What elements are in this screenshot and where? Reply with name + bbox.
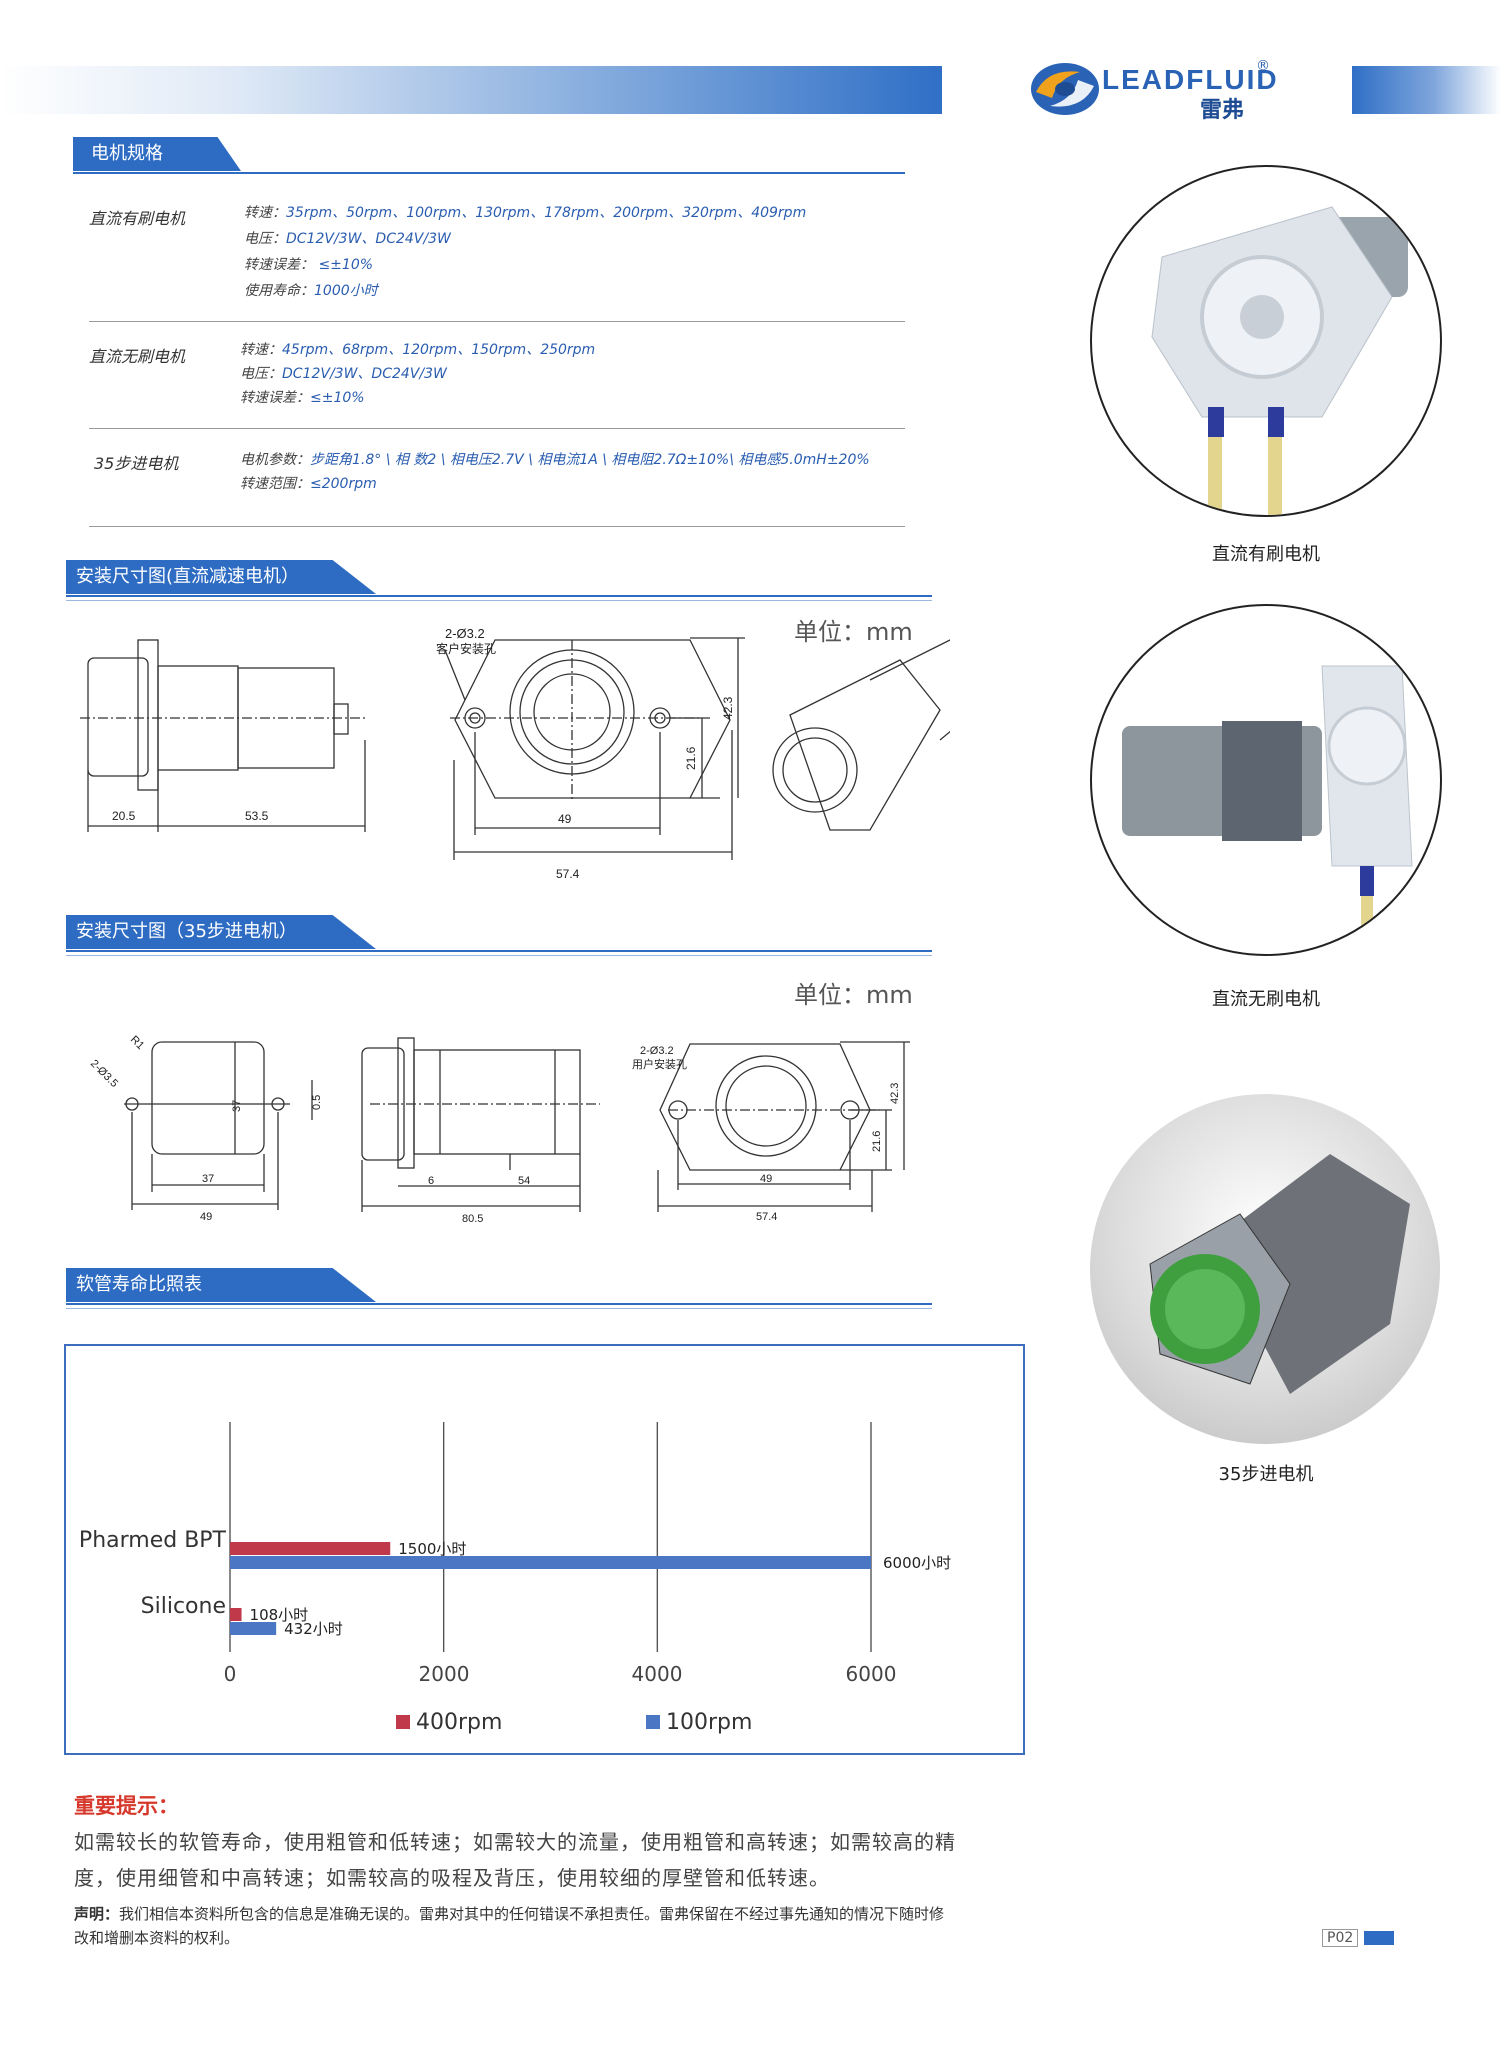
chart-svg [229, 1422, 872, 1652]
legend-item: 400rpm [396, 1710, 502, 1735]
legend-swatch [396, 1715, 410, 1729]
category-label: Pharmed BPT [78, 1528, 226, 1553]
svg-text:53.5: 53.5 [245, 809, 269, 823]
declaration-label: 声明： [74, 1905, 120, 1923]
svg-text:客户安装孔: 客户安装孔 [436, 641, 496, 656]
tips-text: 如需较长的软管寿命，使用粗管和低转速；如需较大的流量，使用粗管和高转速；如需较高… [74, 1824, 1094, 1896]
motor-spec-block: 转速：45rpm、68rpm、120rpm、150rpm、250rpm 电压：D… [240, 337, 595, 411]
svg-text:57.4: 57.4 [756, 1211, 777, 1223]
svg-text:21.6: 21.6 [684, 746, 698, 770]
page-number: P02 [1322, 1927, 1402, 1947]
brand-name-cn: 雷弗 [1200, 98, 1245, 123]
x-tick-label: 2000 [418, 1662, 470, 1686]
tips-title: 重要提示： [74, 1794, 179, 1818]
section-title: 软管寿命比照表 [66, 1268, 376, 1302]
svg-text:80.5: 80.5 [462, 1213, 483, 1225]
motor-name: 直流有刷电机 [89, 209, 186, 228]
header-right-bar [1352, 66, 1501, 114]
svg-text:54: 54 [518, 1175, 530, 1187]
bar [230, 1556, 871, 1569]
svg-text:37: 37 [202, 1173, 214, 1185]
x-tick-label: 0 [223, 1662, 237, 1686]
svg-text:49: 49 [200, 1211, 212, 1223]
spec-line: 电压：DC12V/3W、DC24V/3W [244, 231, 451, 247]
legend-swatch [646, 1715, 660, 1729]
section-motor-specs: 电机规格 [73, 137, 905, 174]
photo-caption: 直流无刷电机 [1212, 989, 1320, 1010]
declaration: 声明：我们相信本资料所包含的信息是准确无误的。雷弗对其中的任何错误不承担责任。雷… [74, 1905, 945, 1947]
x-tick-label: 4000 [631, 1662, 683, 1686]
svg-text:2-Ø3.5: 2-Ø3.5 [88, 1058, 120, 1090]
svg-text:49: 49 [558, 812, 572, 826]
svg-text:6: 6 [428, 1175, 434, 1187]
section-title: 安装尺寸图（35步进电机） [66, 915, 376, 949]
photo-caption: 35步进电机 [1218, 1464, 1314, 1485]
photo-brushless-dc-pump [1090, 604, 1442, 956]
bar [230, 1608, 242, 1621]
motor-name: 直流无刷电机 [89, 347, 186, 366]
bar-data-label: 108小时 [249, 1606, 309, 1624]
svg-text:42.3: 42.3 [721, 696, 735, 720]
stepper-motor-drawing: R1 2-Ø3.5 37 0.5 37 49 6 54 80.5 2-Ø3.2 … [88, 1034, 910, 1225]
spec-line: 电机参数：步距角1.8° \ 相 数2 \ 相电压2.7V \ 相电流1A \ … [240, 452, 870, 468]
section-dims-dc: 安装尺寸图(直流减速电机） [66, 560, 932, 601]
svg-text:用户安装孔: 用户安装孔 [632, 1057, 687, 1071]
header-gradient-bar [0, 66, 942, 114]
bar-data-label: 432小时 [284, 1620, 343, 1638]
motor-spec-block: 转速：35rpm、50rpm、100rpm、130rpm、178rpm、200r… [244, 200, 806, 304]
svg-text:20.5: 20.5 [112, 809, 136, 823]
svg-text:49: 49 [760, 1173, 772, 1185]
legend-item: 100rpm [646, 1710, 752, 1735]
brand-reg: ® [1256, 58, 1270, 74]
photo-stepper-pump [1090, 1094, 1440, 1444]
motor-spec-block: 电机参数：步距角1.8° \ 相 数2 \ 相电压2.7V \ 相电流1A \ … [240, 447, 870, 495]
spec-line: 电压：DC12V/3W、DC24V/3W [240, 366, 447, 382]
tube-life-chart: Pharmed BPT Silicone 0 2000 4000 6000 15… [64, 1344, 1025, 1755]
svg-text:2-Ø3.2: 2-Ø3.2 [640, 1045, 674, 1057]
pump-photo-icon [1149, 1154, 1410, 1394]
spec-line: 转速：35rpm、50rpm、100rpm、130rpm、178rpm、200r… [244, 205, 807, 221]
svg-text:0.5: 0.5 [311, 1095, 323, 1110]
photo-caption: 直流有刷电机 [1212, 544, 1320, 565]
bar [230, 1542, 391, 1555]
bar-data-label: 6000小时 [883, 1554, 952, 1572]
tips-line: 度，使用细管和中高转速；如需较高的吸程及背压，使用较细的厚壁管和低转速。 [74, 1866, 830, 1890]
svg-text:R1: R1 [128, 1034, 146, 1052]
pump-photo-icon [1151, 206, 1408, 515]
divider [89, 321, 905, 322]
tips-line: 如需较长的软管寿命，使用粗管和低转速；如需较大的流量，使用粗管和高转速；如需较高… [74, 1830, 956, 1854]
dc-motor-drawing: 2-Ø3.2 客户安装孔 20.5 53.5 49 57.4 21.6 42.3 [80, 626, 950, 881]
bar-data-label: 1500小时 [398, 1540, 467, 1558]
pump-photo-icon [1122, 665, 1413, 954]
x-tick-label: 6000 [845, 1662, 897, 1686]
category-label: Silicone [140, 1594, 226, 1619]
spec-line: 转速：45rpm、68rpm、120rpm、150rpm、250rpm [240, 342, 596, 358]
divider [89, 526, 905, 527]
svg-text:37: 37 [231, 1100, 243, 1112]
svg-text:21.6: 21.6 [871, 1131, 883, 1152]
section-dims-stepper: 安装尺寸图（35步进电机） [66, 915, 932, 956]
unit-label: 单位：mm [794, 618, 913, 646]
brand-name-en: LEADFLUID [1102, 64, 1279, 95]
photo-brushed-dc-pump [1090, 165, 1442, 517]
svg-text:2-Ø3.2: 2-Ø3.2 [445, 626, 485, 641]
section-tube-life: 软管寿命比照表 [66, 1268, 932, 1309]
motor-name: 35步进电机 [94, 454, 179, 473]
svg-text:57.4: 57.4 [556, 867, 580, 881]
unit-label: 单位：mm [794, 981, 913, 1009]
brand-logo: LEADFLUID ® 雷弗 [1028, 58, 1278, 124]
spec-line: 转速误差： ≤±10% [244, 257, 374, 273]
svg-text:42.3: 42.3 [889, 1083, 901, 1104]
section-title: 电机规格 [73, 137, 241, 171]
logo-mark-icon [1031, 63, 1099, 115]
spec-line: 使用寿命：1000小时 [244, 283, 378, 299]
spec-line: 转速误差：≤±10% [240, 390, 365, 406]
divider [89, 428, 905, 429]
section-title: 安装尺寸图(直流减速电机） [66, 560, 376, 594]
bar [230, 1622, 277, 1635]
spec-line: 转速范围：≤200rpm [240, 476, 377, 492]
